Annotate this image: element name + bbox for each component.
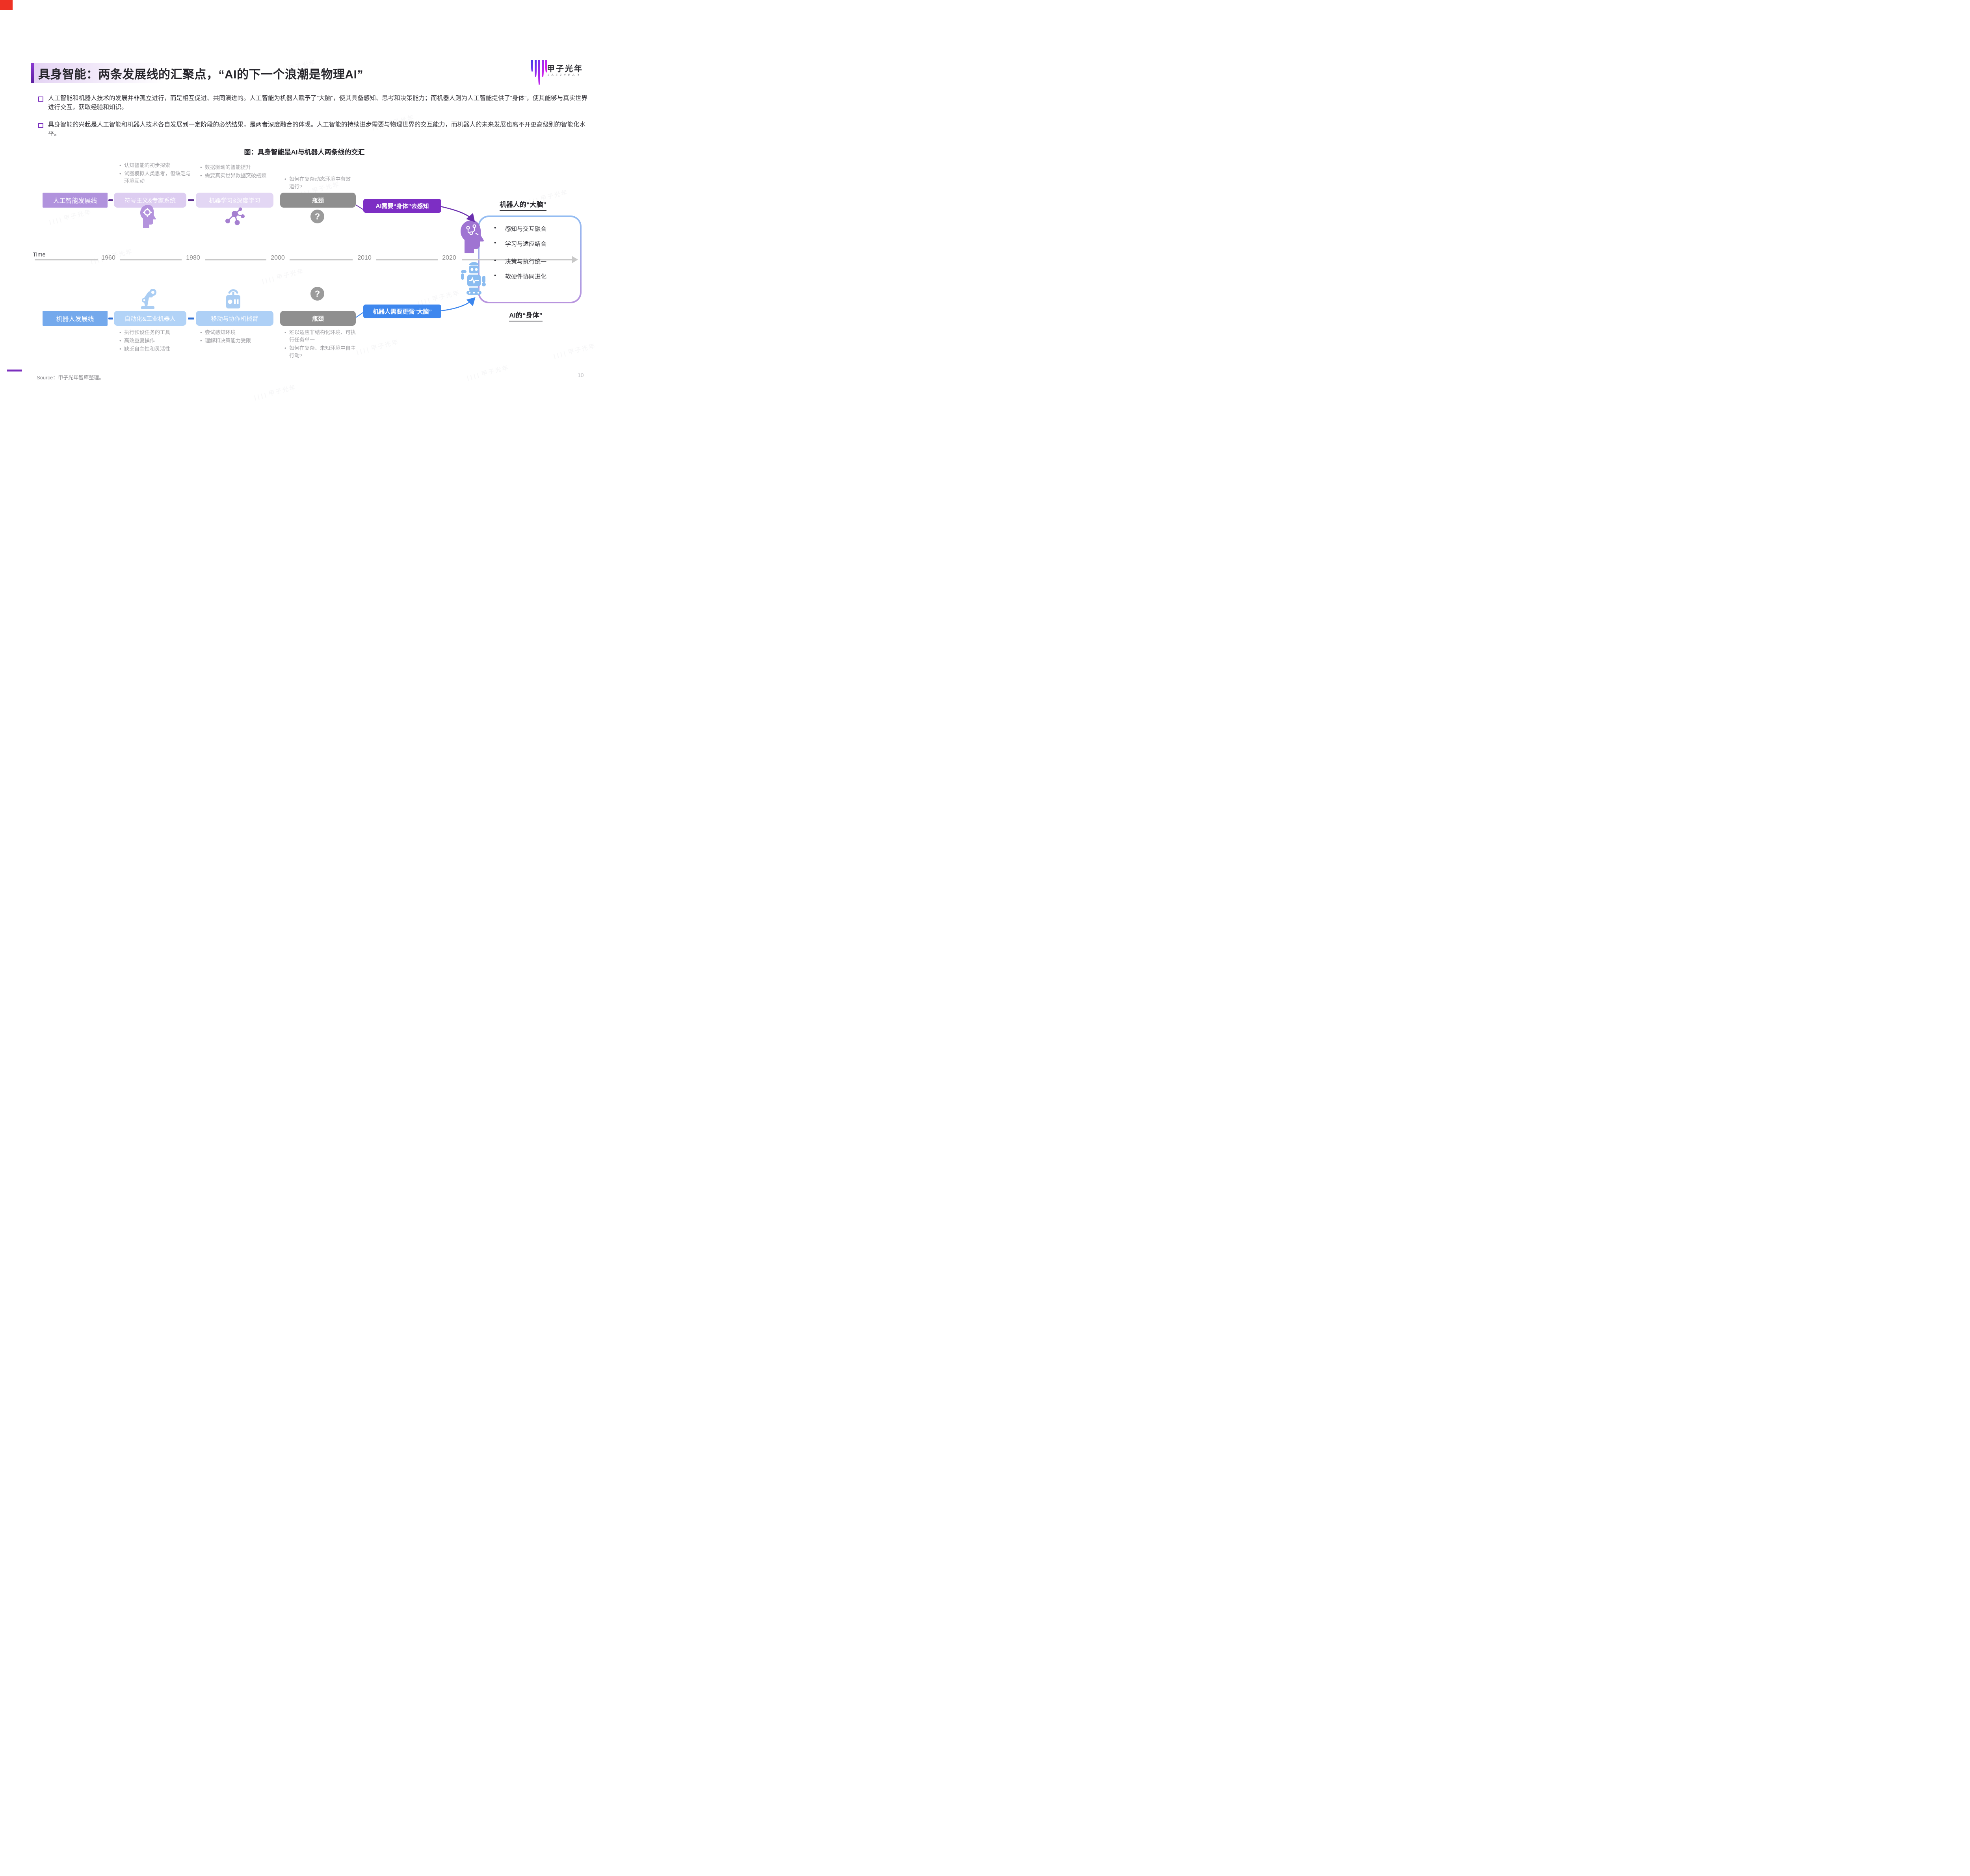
timeline-year: 2010 [357, 254, 372, 261]
intro-paragraph: 人工智能和机器人技术的发展并非孤立进行，而是相互促进、共同演进的。人工智能为机器… [48, 95, 588, 111]
connector-dash [108, 318, 113, 319]
timeline-segment [376, 259, 438, 260]
connector-dash [188, 199, 194, 201]
watermark: 甲子光年 [551, 342, 597, 360]
connector-dash [188, 318, 194, 319]
page-title: 具身智能：两条发展线的汇聚点，“AI的下一个浪潮是物理AI” [38, 68, 363, 81]
note: 认知智能的初步探索 [119, 162, 195, 169]
timeline-segment [35, 259, 98, 260]
note: 缺乏自主性和灵活性 [119, 345, 196, 353]
note: 如何在复杂、未知环境中自主行动? [284, 345, 359, 360]
robot-question-icon: ? [310, 287, 324, 301]
title-highlight [34, 63, 164, 83]
note: 高效重复操作 [119, 337, 196, 345]
ai-stage-ml: 机器学习&深度学习 [196, 193, 273, 208]
robot-stage-mobile: 移动与协作机械臂 [196, 311, 273, 326]
timeline-segment [290, 259, 353, 260]
timeline-segment [120, 259, 182, 260]
intro-paragraph: 具身智能的兴起是人工智能和机器人技术各自发展到一定阶段的必然结果，是两者深度融合… [48, 121, 586, 137]
slide: 甲子光年 甲子光年 甲子光年 甲子光年 甲子光年 甲子光年 甲子光年 甲子光年 … [0, 0, 609, 430]
note: 需要真实世界数据突破瓶颈 [200, 172, 272, 180]
page-number: 10 [578, 372, 584, 378]
brand-name: 甲子光年 [547, 65, 583, 73]
note: 理解和决策能力受限 [200, 337, 276, 345]
ai-body-heading: AI的“身体” [509, 310, 543, 321]
network-nodes-icon [225, 207, 245, 225]
ai-callout-box: AI需要“身体”去感知 [363, 199, 441, 213]
timeline-label: Time [33, 251, 46, 258]
bullet-square-icon [38, 97, 43, 102]
watermark: 甲子光年 [252, 383, 297, 402]
robot-bottleneck-box: 瓶颈 [280, 311, 356, 326]
convergence-bullet-list: 感知与交互融合 学习与适应结合 决策与执行统一 软硬件协同进化 [493, 225, 578, 287]
robot-notes-group-1: 执行预设任务的工具 高效重复操作 缺乏自主性和灵活性 [119, 329, 196, 354]
corner-accent [0, 0, 13, 10]
robot-notes-group-3: 难以适应非结构化环境、可执行任务单一 如何在复杂、未知环境中自主行动? [284, 329, 359, 360]
head-gear-icon [140, 205, 156, 228]
connector-dash [108, 199, 113, 201]
note: 试图模拟人类思考，但缺乏与环境互动 [119, 170, 195, 185]
ai-bottleneck-box: 瓶颈 [280, 193, 356, 208]
robot-brain-heading: 机器人的“大脑” [500, 199, 546, 211]
note: 如何在复杂动态环境中有效运行? [284, 176, 355, 191]
title-accent-bar [31, 63, 34, 83]
robot-arm-icon [141, 289, 156, 309]
figure-title: 图：具身智能是AI与机器人两条线的交汇 [244, 149, 365, 156]
timeline-segment [205, 259, 266, 260]
mobile-robot-icon [226, 289, 240, 308]
brand-logo: 甲子光年 JAZZYEAR [531, 58, 594, 87]
timeline-year: 1960 [101, 254, 115, 261]
watermark: 甲子光年 [465, 363, 510, 382]
timeline-year: 2020 [442, 254, 456, 261]
robot-body-icon [461, 262, 486, 295]
ai-track-label: 人工智能发展线 [43, 193, 108, 208]
ai-notes-group-3: 如何在复杂动态环境中有效运行? [284, 176, 355, 191]
convergence-bullet: 感知与交互融合 [493, 225, 578, 233]
robot-callout-box: 机器人需要更强“大脑” [363, 305, 441, 318]
note: 难以适应非结构化环境、可执行任务单一 [284, 329, 359, 344]
convergence-bullet: 学习与适应结合 [493, 240, 578, 248]
ai-notes-group-2: 数据驱动的智能提升 需要真实世界数据突破瓶颈 [200, 164, 272, 180]
watermark: 甲子光年 [354, 338, 400, 357]
watermark: 甲子光年 [47, 208, 92, 227]
watermark: 甲子光年 [260, 267, 305, 286]
footer-accent-dash [7, 370, 22, 371]
ai-notes-group-1: 认知智能的初步探索 试图模拟人类思考，但缺乏与环境互动 [119, 162, 195, 186]
timeline-year: 1980 [186, 254, 200, 261]
robot-track-label: 机器人发展线 [43, 311, 108, 326]
timeline-year: 2000 [271, 254, 285, 261]
convergence-bullet: 软硬件协同进化 [493, 272, 578, 280]
convergence-bullet: 决策与执行统一 [493, 257, 578, 266]
source-note: Source：甲子光年智库整理。 [37, 375, 104, 381]
note: 执行预设任务的工具 [119, 329, 196, 336]
bullet-square-icon [38, 123, 43, 128]
robot-notes-group-2: 尝试感知环境 理解和决策能力受限 [200, 329, 276, 345]
ai-stage-symbolic: 符号主义&专家系统 [114, 193, 186, 208]
note: 尝试感知环境 [200, 329, 276, 336]
brand-latin-name: JAZZYEAR [548, 73, 581, 77]
robot-stage-industrial: 自动化&工业机器人 [114, 311, 186, 326]
ai-brain-head-icon [461, 220, 484, 253]
brand-logo-icon [531, 60, 547, 85]
note: 数据驱动的智能提升 [200, 164, 272, 171]
ai-question-icon: ? [310, 210, 324, 223]
